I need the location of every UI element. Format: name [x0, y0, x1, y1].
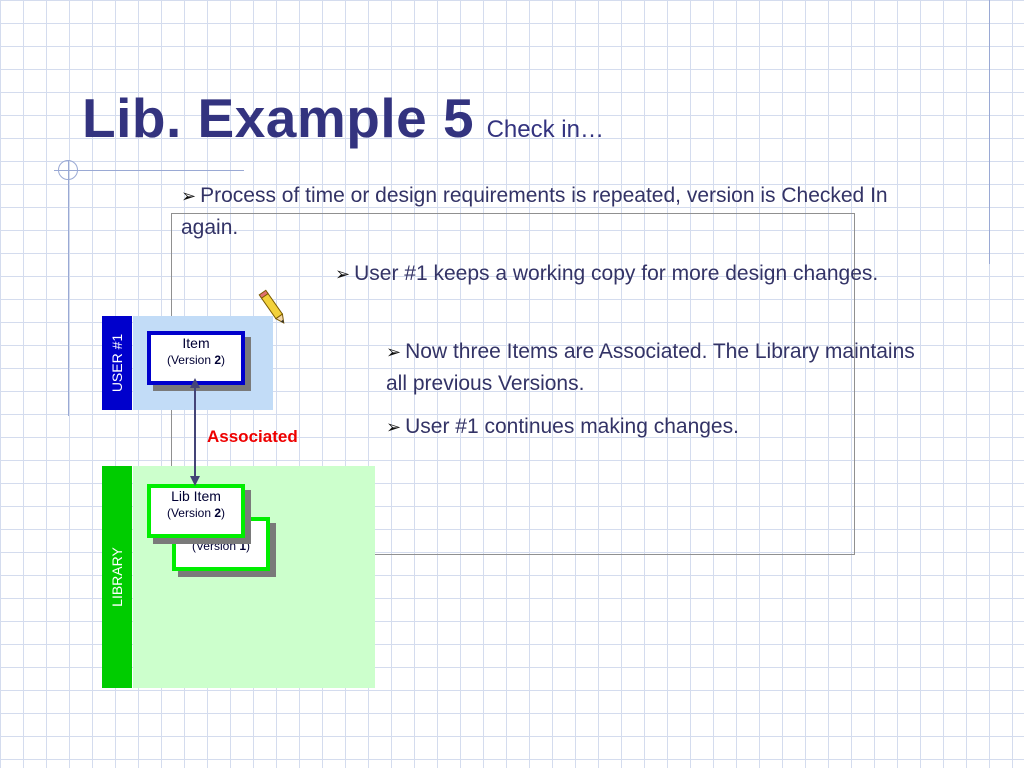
bullet-arrow-icon: ➢: [335, 264, 351, 284]
bullet-arrow-icon: ➢: [386, 342, 402, 362]
bullet-1: ➢Process of time or design requirements …: [181, 184, 888, 239]
library-strip: LIBRARY: [102, 466, 132, 688]
library-label: LIBRARY: [109, 547, 125, 607]
item-box[interactable]: Item (Version 2): [147, 331, 245, 385]
title-subtitle: Check in…: [486, 116, 604, 143]
item-version: (Version 2): [166, 353, 226, 367]
bullet-arrow-icon: ➢: [386, 417, 402, 437]
bullet-arrow-icon: ➢: [181, 186, 197, 206]
slide-title: Lib. Example 5 Check in…: [82, 86, 604, 150]
bullet-4: ➢User #1 continues making changes.: [386, 415, 739, 438]
association-label: Associated: [207, 427, 298, 446]
association-arrow: [190, 378, 200, 486]
decorative-line: [989, 0, 990, 264]
decorative-circle: [58, 160, 78, 180]
title-main: Lib. Example 5: [82, 87, 475, 149]
user-label: USER #1: [109, 333, 125, 393]
item-name: Item: [182, 335, 210, 351]
bullet-2: ➢User #1 keeps a working copy for more d…: [335, 262, 879, 285]
lib-item-box[interactable]: Lib Item (Version 2): [147, 484, 245, 538]
decorative-line: [68, 160, 69, 416]
bullet-3: ➢Now three Items are Associated. The Lib…: [386, 340, 915, 395]
pencil-icon: [258, 289, 285, 324]
lib-item-old-version: (Version 1): [191, 539, 251, 553]
decorative-line: [54, 170, 244, 171]
lib-item-version: (Version 2): [166, 506, 226, 520]
lib-item-name: Lib Item: [171, 488, 221, 504]
user-strip: USER #1: [102, 316, 132, 410]
